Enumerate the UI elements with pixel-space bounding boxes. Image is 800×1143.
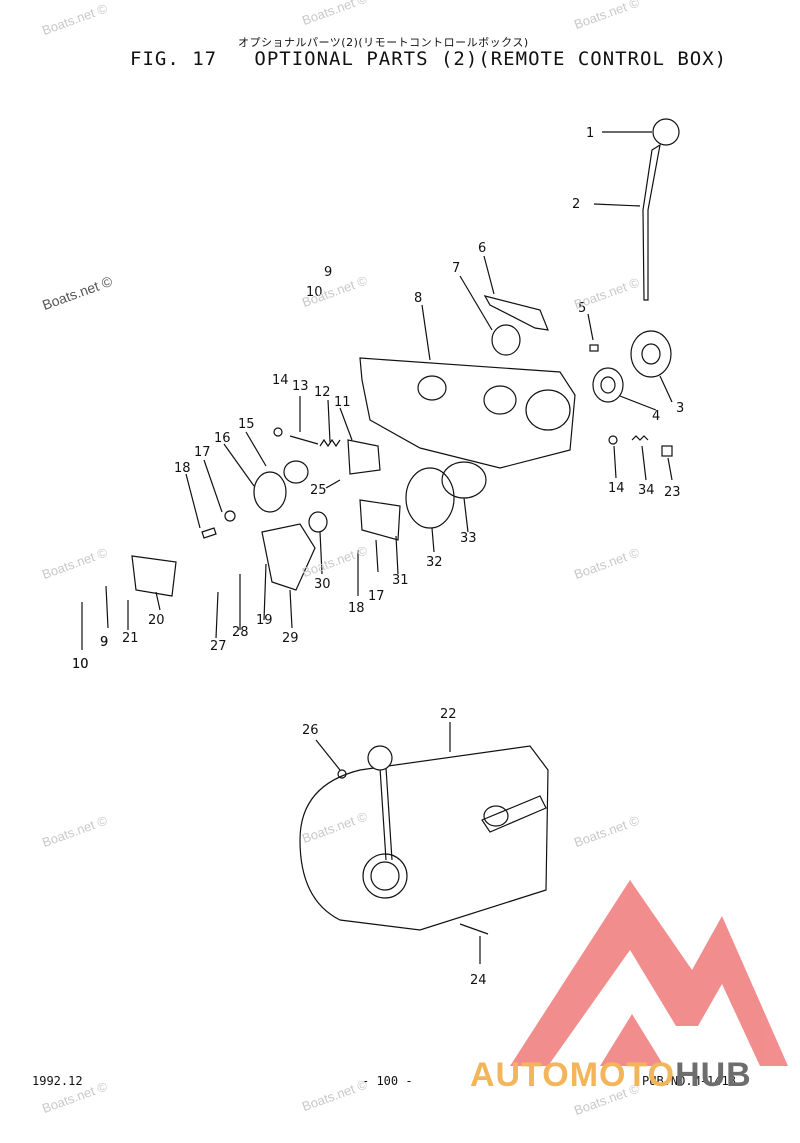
callout-number: 12 (314, 385, 331, 400)
callout-number: 20 (148, 613, 165, 628)
callout-number: 28 (232, 625, 249, 640)
callout-number: 18 (174, 461, 191, 476)
callout-number: 14 (272, 373, 289, 388)
callout-number: 25 (310, 483, 327, 498)
callout-number: 10 (306, 285, 323, 300)
callout-number: 19 (256, 613, 273, 628)
callout-number: 14 (608, 481, 625, 496)
part-knob (652, 118, 680, 146)
callout-number: 31 (392, 573, 409, 588)
part-pin (589, 344, 599, 352)
part-hub (630, 330, 672, 378)
callout-number: 7 (452, 261, 460, 276)
part-mount-plate (131, 555, 177, 597)
japanese-title: オプショナルパーツ(2)(リモートコントロールボックス) (238, 36, 529, 49)
brand-wordmark: AUTOMOTOHUB (470, 1056, 752, 1095)
footer-page-number: - 100 - (362, 1074, 413, 1088)
callout-number: 24 (470, 973, 487, 988)
part-gear (405, 467, 455, 529)
callout-number: 29 (282, 631, 299, 646)
callout-number: 10 (72, 657, 89, 672)
callout-number: 22 (440, 707, 457, 722)
callout-number: 17 (194, 445, 211, 460)
part-rod (289, 435, 319, 445)
callout-number: 27 (210, 639, 227, 654)
callout-number: 26 (302, 723, 319, 738)
brand-text-automoto: AUTOMOTO (470, 1056, 676, 1094)
part-washer (283, 460, 309, 484)
callout-number: 30 (314, 577, 331, 592)
part-side-bracket (359, 499, 401, 541)
part-spring (319, 438, 341, 448)
callout-number: 13 (292, 379, 309, 394)
callout-number: 23 (664, 485, 681, 500)
callout-number: 3 (676, 401, 684, 416)
callout-number: 11 (334, 395, 351, 410)
callout-number: 32 (426, 555, 443, 570)
callout-number: 6 (478, 241, 486, 256)
figure-title: FIG. 17 OPTIONAL PARTS (2)(REMOTE CONTRO… (130, 48, 727, 70)
callout-number: 4 (652, 409, 660, 424)
part-disc (253, 471, 287, 513)
callout-number: 34 (638, 483, 655, 498)
assembled-control-box (299, 745, 549, 931)
part-arm (483, 295, 549, 331)
callout-number: 15 (238, 417, 255, 432)
part-bush (491, 324, 521, 356)
callout-number: 18 (348, 601, 365, 616)
part-bracket (347, 439, 381, 475)
part-base-plate (359, 357, 576, 469)
callout-number: 21 (122, 631, 139, 646)
callout-number: 16 (214, 431, 231, 446)
footer-date: 1992.12 (32, 1074, 83, 1088)
callout-number: 17 (368, 589, 385, 604)
callout-number: 2 (572, 197, 580, 212)
callout-number: 9 (100, 635, 108, 650)
brand-text-hub: HUB (675, 1056, 752, 1094)
fig-label: FIG. 17 (130, 48, 218, 70)
callout-number: 5 (578, 301, 586, 316)
part-ring (592, 367, 624, 403)
callout-number: 9 (324, 265, 332, 280)
footer-pub-number: PUB.NO.M-1418 (642, 1074, 736, 1088)
part-shift-plate (261, 523, 316, 591)
callout-number: 1 (586, 126, 594, 141)
callout-number: 8 (414, 291, 422, 306)
part-lever (642, 143, 661, 301)
main-title: OPTIONAL PARTS (2)(REMOTE CONTROL BOX) (254, 48, 728, 70)
callout-number: 9 (100, 635, 108, 650)
callout-number: 10 (72, 657, 89, 672)
callout-number: 33 (460, 531, 477, 546)
